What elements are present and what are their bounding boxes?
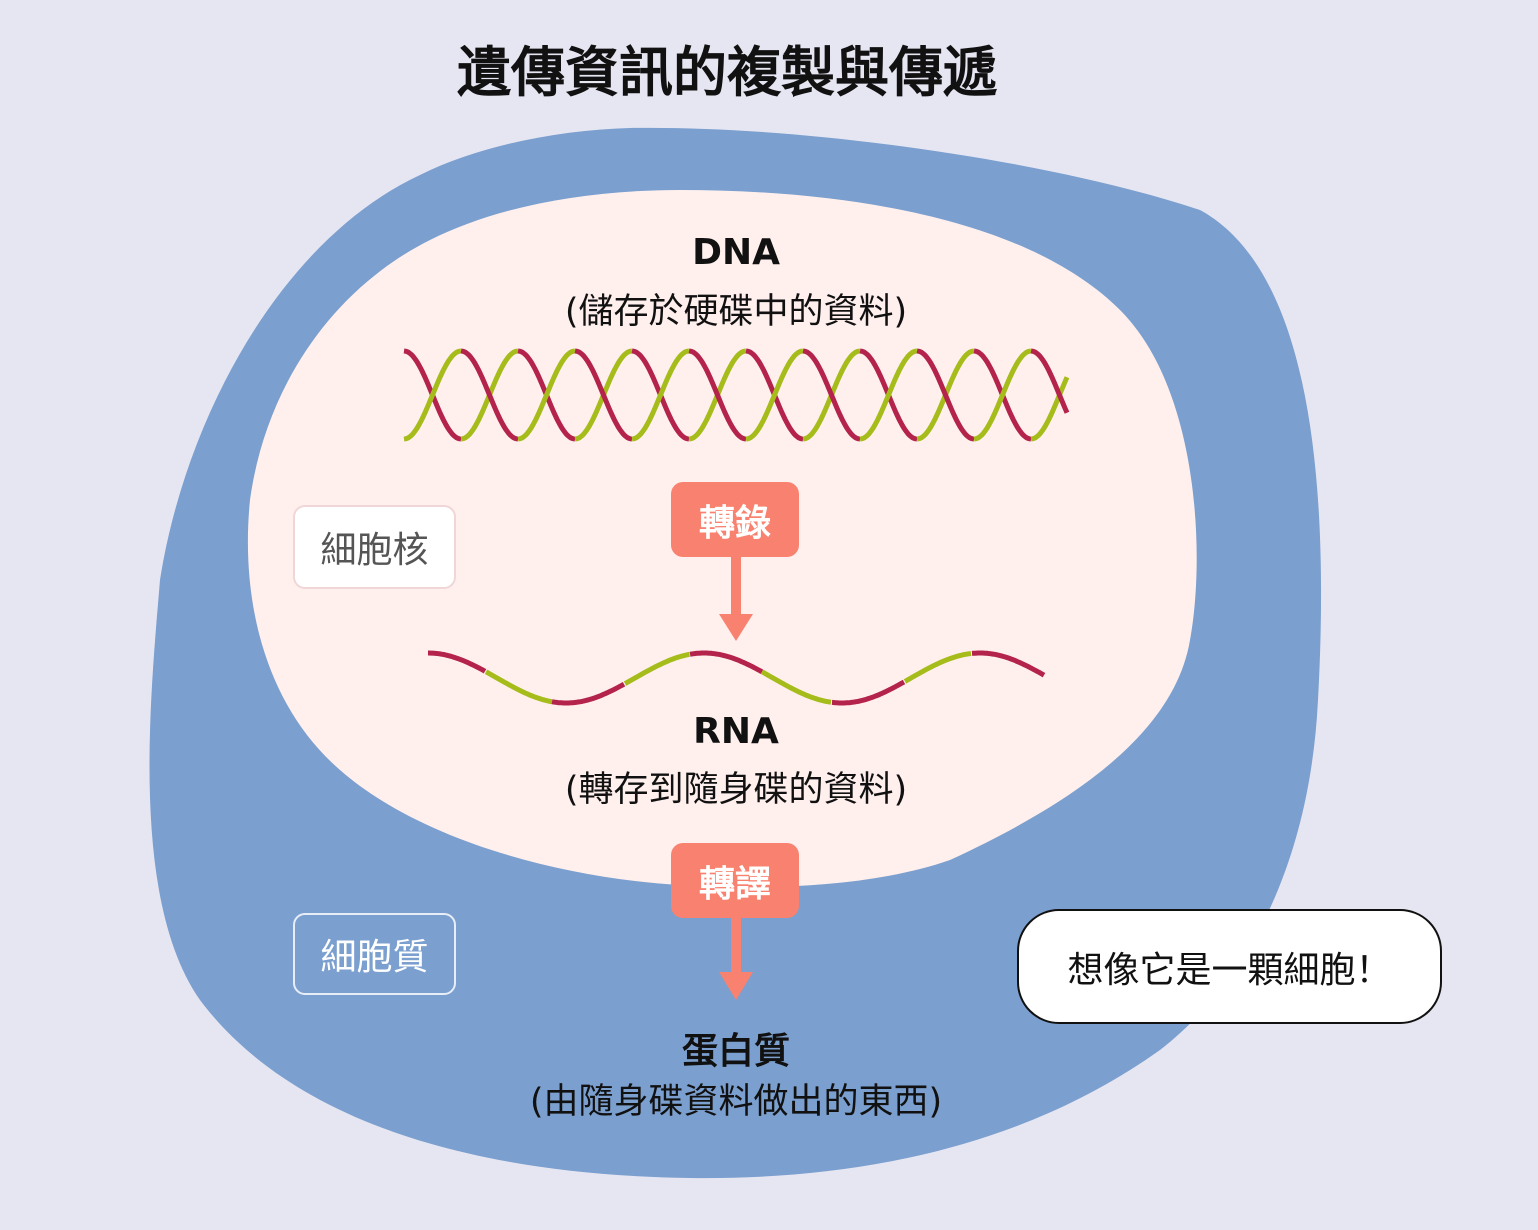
nucleus-label: 細胞核 [293, 505, 456, 589]
protein-subtitle: (由隨身碟資料做出的東西) [529, 1082, 943, 1122]
dna-strand-b-segment [973, 348, 1032, 442]
rna-strand-segment [971, 650, 1046, 678]
rna-strand-segment [484, 669, 553, 705]
dna-double-helix [403, 348, 1070, 442]
dna-strand-b-segment [859, 348, 918, 442]
dna-strand-b-segment [631, 348, 690, 442]
rna-subtitle: (轉存到隨身碟的資料) [564, 770, 908, 810]
dna-strand-b-segment [517, 348, 576, 442]
dna-strand-b-segment [802, 348, 861, 442]
dna-strand-b-segment [403, 348, 462, 442]
speech-bubble: 想像它是一顆細胞！ [1017, 909, 1442, 1024]
rna-strand [428, 650, 1046, 706]
protein-title: 蛋白質 [681, 1031, 790, 1072]
transcription-step: 轉錄 [671, 482, 799, 557]
rna-strand-segment [760, 669, 832, 705]
dna-strand-b-segment [688, 348, 747, 442]
translation-step: 轉譯 [671, 843, 799, 918]
rna-strand-segment [903, 651, 972, 684]
rna-strand-segment [551, 681, 626, 706]
dna-strand-b-segment [916, 348, 975, 442]
rna-title: RNA [693, 711, 779, 752]
translation-arrow [719, 916, 753, 1000]
rna-strand-segment [623, 651, 690, 686]
rna-strand-segment [428, 650, 487, 674]
dna-strand-b-segment [460, 348, 519, 442]
rna-strand-segment [689, 650, 764, 675]
transcription-arrow [719, 556, 753, 641]
cytoplasm-label: 細胞質 [293, 913, 456, 995]
rna-strand-segment [831, 679, 906, 706]
dna-subtitle: (儲存於硬碟中的資料) [564, 292, 908, 332]
dna-strand-b-segment [745, 348, 804, 442]
page-title: 遺傳資訊的複製與傳遞 [457, 41, 997, 104]
dna-strand-a-segment [1030, 376, 1070, 442]
dna-strand-b-segment [1030, 348, 1070, 414]
dna-strand-b-segment [574, 348, 633, 442]
dna-title: DNA [692, 232, 780, 273]
